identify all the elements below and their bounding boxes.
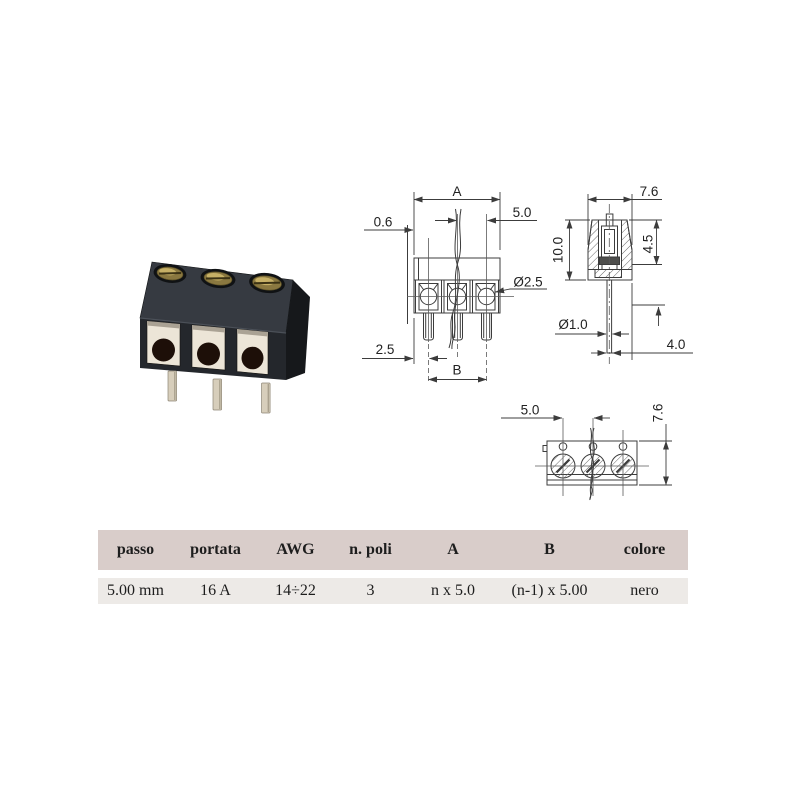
solder-pin xyxy=(261,382,271,414)
top-dim-depth-label: 7.6 xyxy=(651,404,666,423)
side-view-outline xyxy=(587,213,633,354)
wire-entry xyxy=(191,324,226,371)
spec-value-portata: 16 A xyxy=(200,582,231,599)
spec-value-a: n x 5.0 xyxy=(431,582,475,599)
front-view-centerlines xyxy=(407,214,514,384)
break-line xyxy=(448,208,462,350)
break-line xyxy=(589,427,595,501)
side-dim-height-label: 10.0 xyxy=(551,237,566,263)
product-photo xyxy=(133,255,313,430)
photo-right-face xyxy=(286,280,310,380)
solder-pin xyxy=(167,370,177,402)
front-view-dimensions xyxy=(362,192,547,383)
spec-header-a: A xyxy=(447,541,459,558)
spec-table-gap xyxy=(98,570,688,578)
spec-header-colore: colore xyxy=(623,541,666,558)
spec-table-data-row: 5.00 mm 16 A 14÷22 3 n x 5.0 (n-1) x 5.0… xyxy=(98,578,688,604)
front-dim-a-label: A xyxy=(452,184,461,199)
solder-pin xyxy=(212,378,222,411)
side-dim-width-label: 7.6 xyxy=(640,184,659,199)
spec-table-header-row: passo portata AWG n. poli A B colore xyxy=(98,530,688,570)
side-view-drawing: 7.6 10.0 4.5 Ø1.0 4.0 xyxy=(545,168,695,378)
spec-value-poli: 3 xyxy=(366,582,375,599)
wire-entry xyxy=(146,320,181,367)
wire-entry xyxy=(236,328,269,375)
front-dim-edge-label: 2.5 xyxy=(376,342,395,357)
top-view-dimensions xyxy=(501,415,672,486)
terminal-screw-icon xyxy=(153,264,187,283)
spec-value-awg: 14÷22 xyxy=(275,582,316,599)
front-dim-b-label: B xyxy=(452,363,461,378)
top-view-drawing: 5.0 7.6 xyxy=(498,395,683,512)
side-dim-pin-dia-label: Ø1.0 xyxy=(558,317,587,332)
front-dim-pitch-label: 5.0 xyxy=(513,205,532,220)
terminal-screw-icon xyxy=(249,272,285,294)
spec-header-passo: passo xyxy=(116,541,155,558)
front-dim-wall-label: 0.6 xyxy=(374,215,393,230)
spec-header-portata: portata xyxy=(190,541,241,558)
side-dim-pin-len-label: 4.0 xyxy=(667,337,686,352)
terminal-screw-icon xyxy=(200,268,236,289)
front-dim-hole-label: Ø2.5 xyxy=(513,275,542,290)
side-dim-upper-label: 4.5 xyxy=(641,235,656,254)
spec-header-b: B xyxy=(544,541,555,558)
spec-header-poli: n. poli xyxy=(349,541,392,558)
spec-value-b: (n-1) x 5.00 xyxy=(511,582,588,599)
top-dim-pitch-label: 5.0 xyxy=(521,403,540,418)
spec-value-passo: 5.00 mm xyxy=(107,582,164,599)
spec-value-colore: nero xyxy=(630,582,659,599)
front-view-drawing: A 5.0 0.6 Ø2.5 2.5 B xyxy=(352,172,567,392)
spec-header-awg: AWG xyxy=(276,541,315,558)
side-view-dimensions xyxy=(555,194,693,360)
spec-table: passo portata AWG n. poli A B colore 5.0… xyxy=(98,530,688,604)
